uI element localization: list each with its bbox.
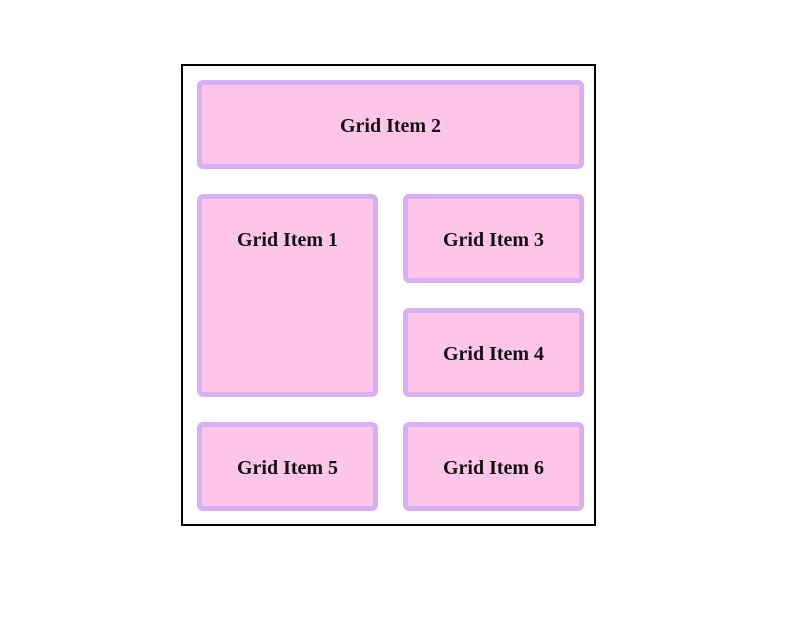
grid-item-2: Grid Item 2 xyxy=(197,80,584,169)
grid-layout: Grid Item 2 Grid Item 1 Grid Item 3 Grid… xyxy=(197,80,584,511)
grid-container: Grid Item 2 Grid Item 1 Grid Item 3 Grid… xyxy=(181,64,596,526)
grid-item-6: Grid Item 6 xyxy=(403,422,584,511)
grid-item-5: Grid Item 5 xyxy=(197,422,378,511)
grid-item-1: Grid Item 1 xyxy=(197,194,378,397)
grid-item-4: Grid Item 4 xyxy=(403,308,584,397)
grid-item-4-label: Grid Item 4 xyxy=(442,343,545,365)
grid-item-3: Grid Item 3 xyxy=(403,194,584,283)
grid-item-3-label: Grid Item 3 xyxy=(442,229,545,251)
grid-item-1-label: Grid Item 1 xyxy=(236,229,339,251)
grid-item-6-label: Grid Item 6 xyxy=(442,457,545,479)
grid-item-5-label: Grid Item 5 xyxy=(236,457,339,479)
grid-item-2-label: Grid Item 2 xyxy=(339,115,442,137)
